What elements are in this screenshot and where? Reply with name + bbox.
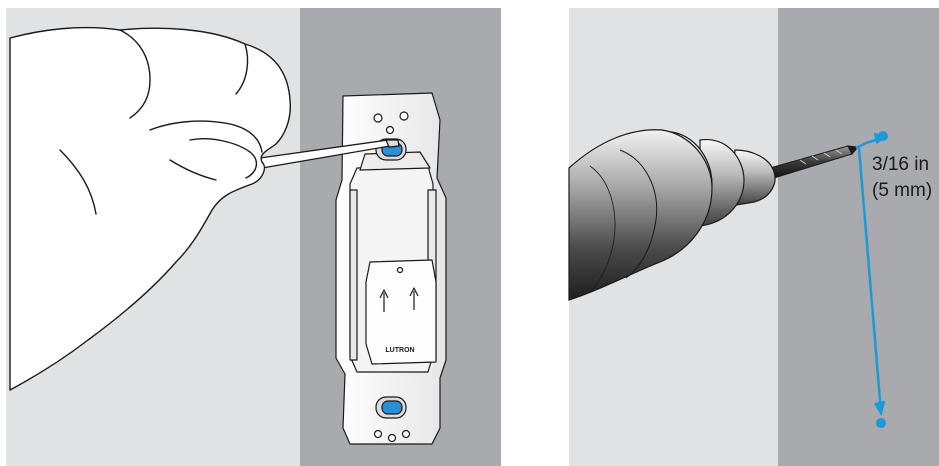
drill-size-metric-label: (5 mm) xyxy=(872,180,932,201)
depth-endpoint-dot xyxy=(878,131,888,141)
palm-crease xyxy=(59,149,97,215)
drill-bit-tip xyxy=(847,145,860,155)
screwdriver-tip xyxy=(385,139,400,148)
drill-size-label: 3/16 in xyxy=(872,154,929,175)
battery-door xyxy=(365,259,437,365)
hand-illustration xyxy=(9,26,292,391)
finger-crease xyxy=(189,138,257,179)
hand-outline xyxy=(9,26,292,391)
finger-crease xyxy=(169,159,217,181)
right-panel: 3/16 in (5 mm) xyxy=(568,8,939,466)
wall-dark-right xyxy=(778,8,939,466)
depth-line xyxy=(857,147,883,413)
wallplate-adapter xyxy=(335,92,447,445)
screw-hole xyxy=(385,125,395,135)
mounting-slot-bottom-blue xyxy=(381,400,403,415)
up-arrow-icon xyxy=(379,289,389,312)
screw-hole xyxy=(387,433,397,443)
up-arrow-icon xyxy=(409,287,419,310)
screw-hole xyxy=(373,113,383,123)
brand-logo-text: LUTRON xyxy=(385,347,414,354)
knuckle-line xyxy=(119,29,151,119)
drill-bit-flutes xyxy=(799,149,843,165)
drill-body-seam xyxy=(589,165,616,293)
knuckle-line xyxy=(235,43,249,95)
screw-hole xyxy=(399,111,409,121)
left-panel: LUTRON xyxy=(6,8,501,466)
drill-body-seam xyxy=(619,149,658,279)
depth-endpoint-dot xyxy=(876,418,886,428)
chuck-ring xyxy=(699,139,745,227)
screw-hole xyxy=(401,429,411,439)
thumb-crease xyxy=(149,120,263,153)
depth-arrowhead xyxy=(873,400,886,417)
screw-hole xyxy=(373,429,383,439)
door-notch xyxy=(396,266,404,274)
